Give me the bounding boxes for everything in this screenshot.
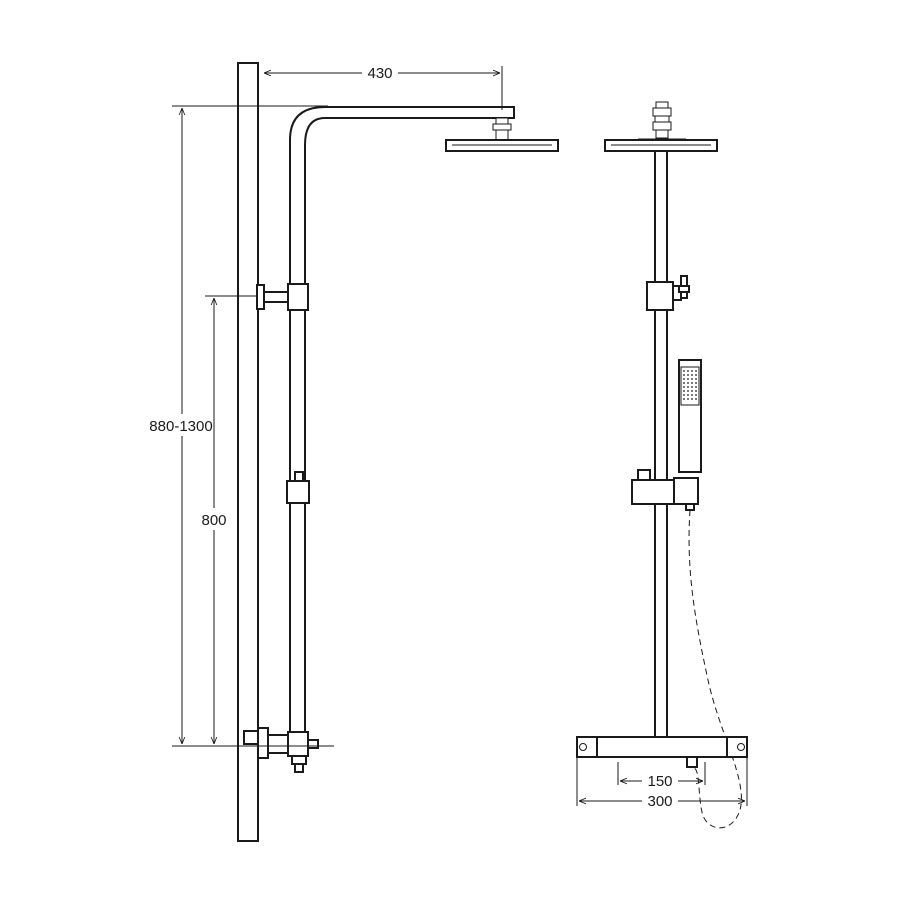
side-view: 430 880-1300 800 <box>149 62 559 842</box>
overhead-arm <box>289 106 515 146</box>
shower-hose <box>688 509 742 829</box>
spray-nozzles <box>683 370 697 400</box>
shower-head-front <box>604 101 718 152</box>
shower-head-side <box>445 117 559 152</box>
bracket-height-label: 800 <box>201 512 226 529</box>
thermostatic-valve-front <box>576 736 748 768</box>
wall-section <box>237 62 259 842</box>
diverter-bracket-front <box>646 275 690 311</box>
inlet-centers-label: 150 <box>647 773 672 790</box>
arm-reach-label: 430 <box>367 65 392 82</box>
hand-shower-front <box>678 359 702 473</box>
wall-bracket-side <box>256 283 309 311</box>
handset-holder-front <box>631 469 699 511</box>
total-height-label: 880-1300 <box>149 418 212 435</box>
handset-holder-side <box>286 471 310 504</box>
inlet-fitting-side <box>243 727 319 773</box>
front-view: 150 300 <box>576 101 748 829</box>
valve-width-label: 300 <box>647 793 672 810</box>
